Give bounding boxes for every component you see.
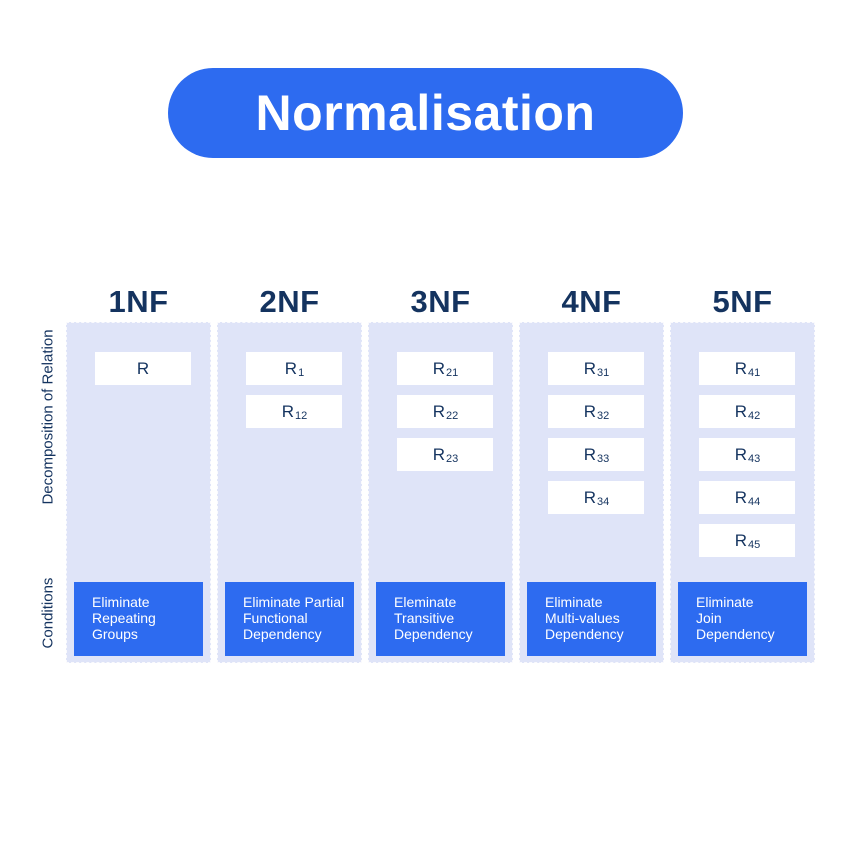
condition-box: Eliminate Join Dependency <box>678 582 807 656</box>
column-headers: 1NF 2NF 3NF 4NF 5NF <box>66 284 815 320</box>
relation-box: R <box>95 352 191 385</box>
header-1nf: 1NF <box>108 284 169 319</box>
condition-box: Eleminate Transitive Dependency <box>376 582 505 656</box>
header-5nf: 5NF <box>712 284 773 319</box>
side-label-decomposition: Decomposition of Relation <box>39 329 57 505</box>
condition-box: Eliminate Multi-values Dependency <box>527 582 656 656</box>
relation-stack: R <box>67 323 210 385</box>
title-pill: Normalisation <box>168 68 683 158</box>
header-2nf: 2NF <box>259 284 320 319</box>
side-label-conditions: Conditions <box>39 577 57 649</box>
condition-box: Eliminate Partial Functional Dependency <box>225 582 354 656</box>
page-title: Normalisation <box>255 85 596 141</box>
nf-column-1nf: R Eliminate Repeating Groups <box>66 322 211 663</box>
header-3nf: 3NF <box>410 284 471 319</box>
header-4nf: 4NF <box>561 284 622 319</box>
condition-box: Eliminate Repeating Groups <box>74 582 203 656</box>
